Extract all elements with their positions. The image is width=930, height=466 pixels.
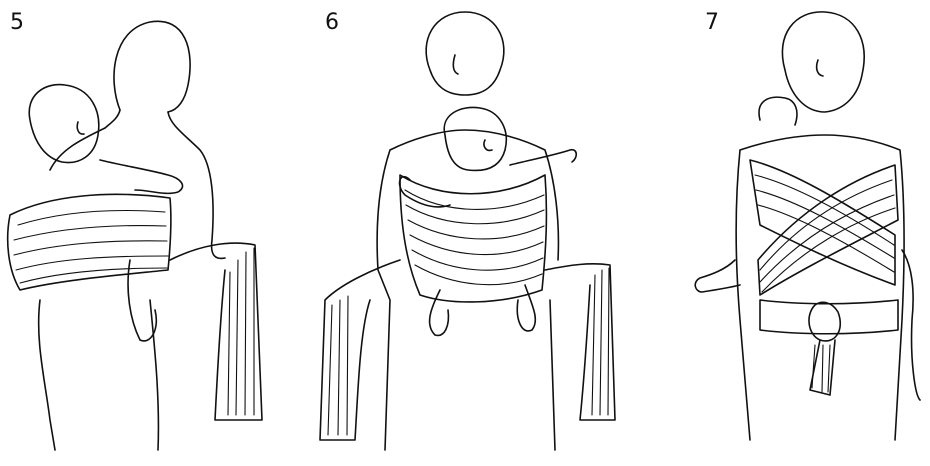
adult-head (782, 12, 864, 112)
sling-body (8, 194, 171, 290)
adult-head (426, 12, 504, 95)
baby-head (444, 107, 506, 170)
step-5-illustration (0, 0, 300, 466)
knot (809, 302, 840, 341)
step-6-panel: 6 (300, 0, 640, 466)
adult-body (736, 135, 904, 440)
sling-body (750, 160, 895, 285)
sling-tail (170, 243, 262, 420)
baby-head (759, 97, 797, 125)
waist-band (760, 300, 898, 334)
step-7-illustration (640, 0, 930, 466)
step-5-panel: 5 (0, 0, 300, 466)
step-6-illustration (300, 0, 640, 466)
adult-body (105, 110, 225, 258)
sling-stripes (405, 190, 544, 285)
baby-head (29, 85, 99, 163)
sling-tail-right (545, 264, 615, 420)
adult-head (114, 21, 190, 112)
step-7-panel: 7 (640, 0, 930, 466)
